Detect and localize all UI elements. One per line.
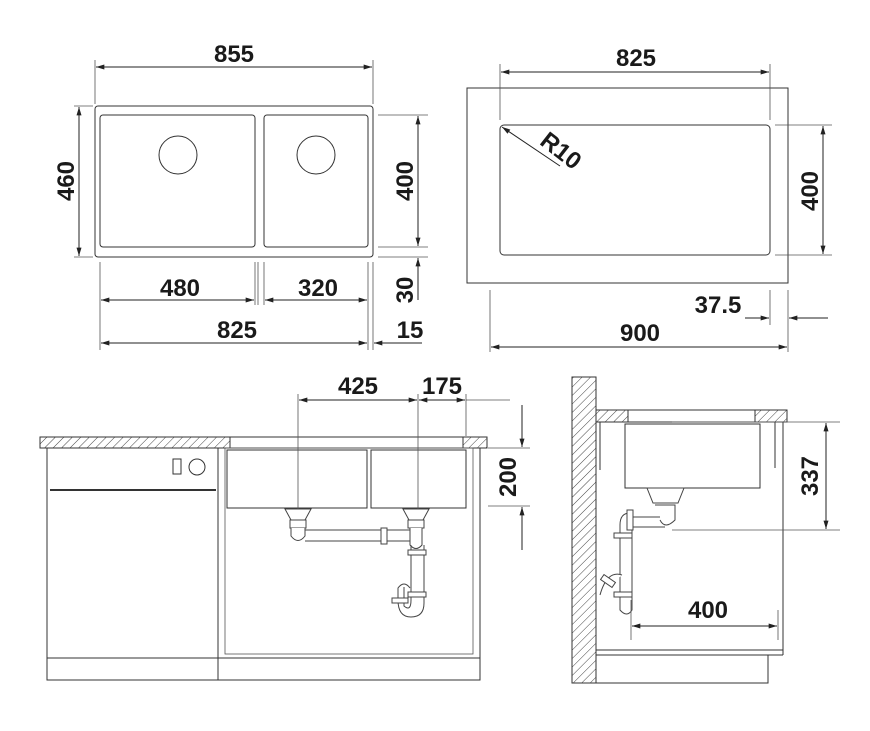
left-bowl-front: [226, 449, 368, 509]
dim-label-825: 825: [217, 317, 257, 344]
dim-label-200: 200: [495, 457, 522, 497]
dim-label-175: 175: [422, 373, 462, 400]
dim-label-400-side: 400: [688, 597, 728, 624]
dim-label-37-5: 37.5: [695, 292, 742, 319]
side-view: 337 400: [571, 376, 840, 684]
dim-label-320: 320: [298, 275, 338, 302]
right-drain: [296, 135, 336, 175]
right-bowl: [263, 114, 369, 248]
left-bowl: [99, 114, 256, 248]
left-drain: [158, 135, 198, 175]
dishwasher-button-icon: [172, 458, 182, 475]
wall: [571, 376, 597, 684]
front-view: 425 175 200: [39, 373, 530, 681]
dim-label-900: 900: [620, 320, 660, 347]
sink-outline: [94, 105, 374, 258]
countertop-front: [754, 409, 788, 423]
dim-label-400-cutout: 400: [797, 171, 824, 211]
dim-label-15: 15: [397, 317, 424, 344]
cabinet-outline: [466, 87, 789, 284]
side-drain-pipes: [599, 487, 685, 615]
dim-label-425: 425: [338, 373, 378, 400]
dim-label-460: 460: [53, 161, 80, 201]
right-bowl-front: [370, 449, 467, 509]
dim-label-30: 30: [392, 277, 419, 304]
countertop-right: [462, 436, 488, 449]
drain-pipes: [284, 508, 430, 618]
countertop-left: [39, 436, 231, 449]
cutout-outline: [499, 124, 771, 256]
dim-label-825-cutout: 825: [616, 45, 656, 72]
plan-view: 855 460 400 30 480 320 825 15: [53, 41, 428, 350]
cutout-view: R10 825 400 37.5 900: [466, 45, 832, 352]
countertop-back: [595, 409, 629, 423]
dim-label-r10: R10: [535, 127, 586, 175]
dishwasher-knob-icon: [188, 458, 206, 476]
dishwasher: [46, 447, 219, 681]
dim-label-855: 855: [214, 41, 254, 68]
sink-rim: [230, 436, 464, 449]
dim-label-480: 480: [160, 275, 200, 302]
dim-label-337: 337: [797, 456, 824, 496]
dim-label-400: 400: [392, 161, 419, 201]
bowl-side: [624, 423, 761, 489]
sink-cabinet: [217, 447, 481, 681]
